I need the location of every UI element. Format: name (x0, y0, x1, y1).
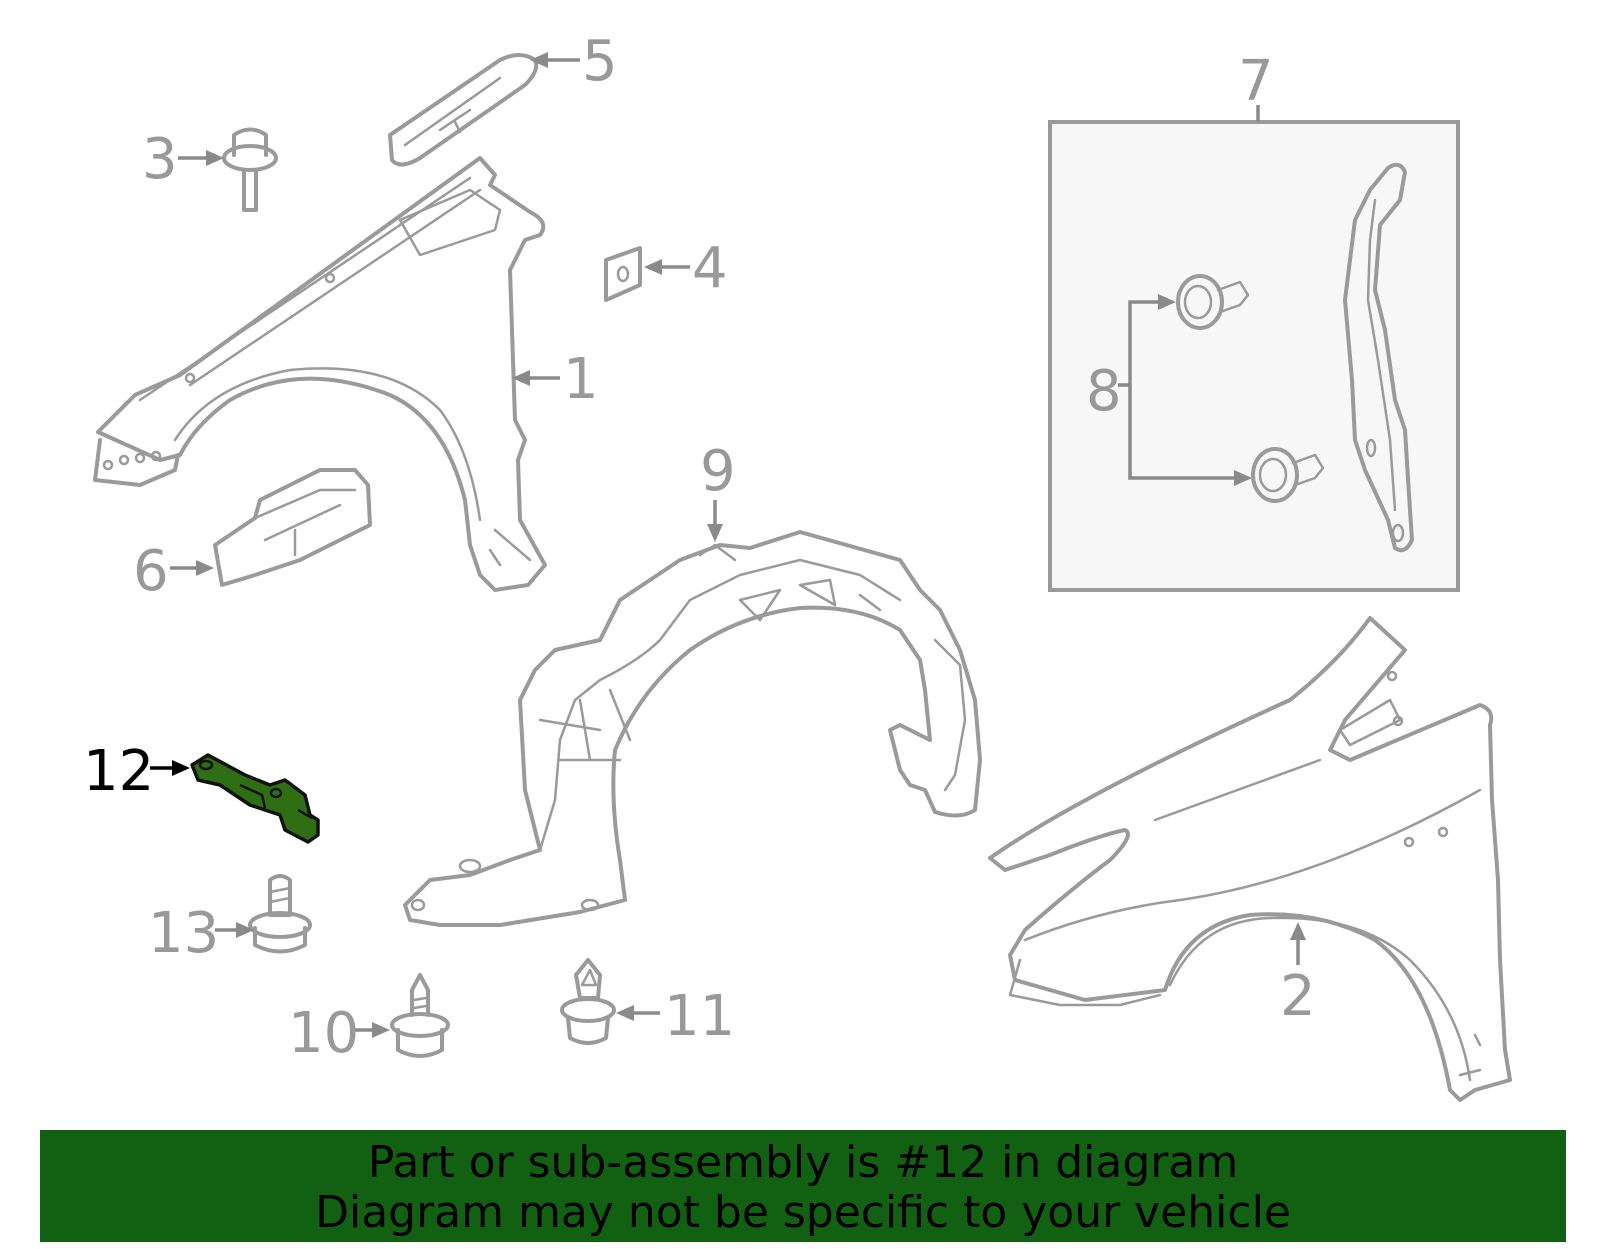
svg-text:13: 13 (148, 901, 219, 966)
svg-text:12: 12 (83, 739, 154, 804)
part-2-right-fender[interactable] (988, 616, 1512, 1102)
footer-banner: Part or sub-assembly is #12 in diagram D… (40, 1130, 1566, 1242)
callout-8[interactable]: 8 (1086, 294, 1252, 486)
part-6-fender-brace[interactable] (213, 468, 372, 587)
part-8-grommet-upper[interactable] (1176, 274, 1250, 330)
svg-text:7: 7 (1238, 49, 1274, 114)
svg-text:9: 9 (700, 439, 736, 504)
part-8-grommet-lower[interactable] (1251, 447, 1325, 503)
part-13-bolt[interactable] (248, 874, 312, 954)
callout-4[interactable]: 4 (644, 236, 728, 301)
part-5-fender-seal[interactable] (388, 53, 539, 167)
callout-13[interactable]: 13 (148, 901, 254, 966)
svg-text:4: 4 (692, 236, 728, 301)
callout-12[interactable]: 12 (83, 739, 190, 804)
part-1-left-fender[interactable] (93, 156, 547, 592)
part-12-fender-bracket[interactable] (190, 753, 320, 844)
part-7-assembly-box[interactable] (1048, 120, 1460, 592)
svg-text:6: 6 (133, 539, 169, 604)
part-10-push-clip[interactable] (390, 973, 450, 1058)
part-9-fender-liner[interactable] (403, 530, 982, 927)
callout-3[interactable]: 3 (142, 127, 224, 192)
svg-text:3: 3 (142, 127, 178, 192)
callout-7[interactable]: 7 (1238, 49, 1274, 122)
callout-5[interactable]: 5 (530, 29, 618, 94)
svg-text:11: 11 (664, 984, 735, 1049)
callout-2[interactable]: 2 (1280, 922, 1316, 1029)
part-3-bolt[interactable] (222, 127, 278, 212)
callout-6[interactable]: 6 (133, 539, 214, 604)
footer-line-part: Part or sub-assembly is #12 in diagram (367, 1137, 1239, 1188)
callout-10[interactable]: 10 (288, 1001, 390, 1066)
part-4-clip[interactable] (604, 246, 642, 302)
callout-9[interactable]: 9 (700, 439, 736, 542)
part-11-plastic-rivet[interactable] (560, 958, 616, 1045)
svg-text:8: 8 (1086, 359, 1122, 424)
callout-11[interactable]: 11 (616, 984, 735, 1049)
svg-text:10: 10 (288, 1001, 359, 1066)
callout-1[interactable]: 1 (512, 347, 599, 412)
svg-text:5: 5 (582, 29, 618, 94)
footer-line-disclaimer: Diagram may not be specific to your vehi… (315, 1187, 1291, 1238)
parts-diagram: 5 3 4 1 (83, 29, 1512, 1102)
svg-text:2: 2 (1280, 964, 1316, 1029)
svg-text:1: 1 (563, 347, 599, 412)
